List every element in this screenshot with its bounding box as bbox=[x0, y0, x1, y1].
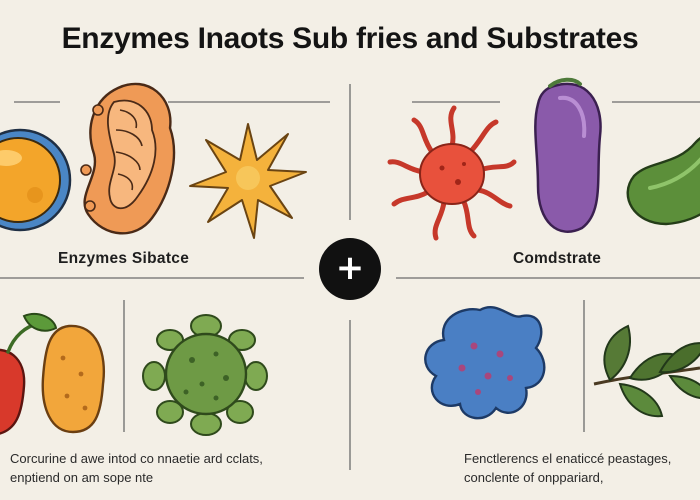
page-title: Enzymes Inaots Sub fries and Substrates bbox=[61, 22, 639, 55]
red-pepper-icon bbox=[0, 312, 58, 435]
left-caption-line-1: Corcurine d awe intod co nnaetie ard ccl… bbox=[10, 451, 263, 466]
purple-eggplant-icon bbox=[534, 77, 602, 233]
green-cucumber-icon bbox=[626, 137, 700, 226]
left-caption: Corcurine d awe intod co nnaetie ard ccl… bbox=[10, 449, 270, 487]
right-caption: Fenctlerencs el enaticcé peastages, conc… bbox=[464, 449, 694, 487]
yellow-potato-icon bbox=[41, 324, 105, 434]
left-caption-line-2: enptiend on am sope nte bbox=[10, 470, 154, 485]
dividers bbox=[0, 84, 700, 470]
leaf-branch-icon bbox=[593, 324, 700, 418]
plus-button[interactable]: + bbox=[319, 238, 381, 300]
green-virus-icon bbox=[142, 314, 268, 436]
red-tentacled-cell-icon bbox=[387, 105, 517, 241]
right-section-heading: Comdstrate bbox=[513, 250, 602, 267]
left-section-heading: Enzymes Sibatce bbox=[58, 250, 190, 267]
yellow-star-icon bbox=[189, 123, 307, 239]
plus-icon: + bbox=[335, 248, 365, 288]
right-caption-line-1: Fenctlerencs el enaticcé peastages, bbox=[464, 451, 672, 466]
right-caption-line-2: conclente of onppariard, bbox=[464, 470, 604, 485]
orange-sphere-icon bbox=[0, 128, 72, 232]
blue-cell-icon bbox=[424, 306, 546, 420]
mitochondrion-icon bbox=[80, 82, 176, 235]
